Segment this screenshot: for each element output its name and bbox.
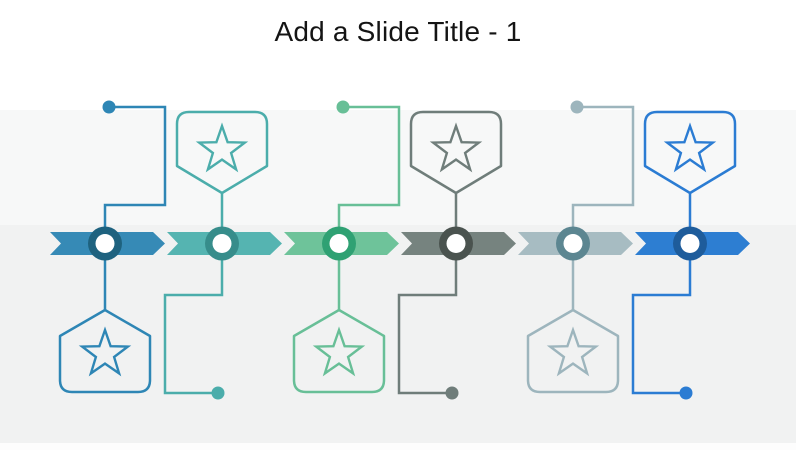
connector-elbow <box>163 243 224 395</box>
terminal-dot <box>679 386 693 400</box>
timeline-item-5[interactable] <box>518 100 635 394</box>
timeline-item-2[interactable] <box>163 110 282 400</box>
badge-shape <box>58 308 152 394</box>
node-center <box>563 234 583 253</box>
terminal-dot <box>102 100 116 114</box>
badge-shape <box>292 308 386 394</box>
badge-shape <box>643 110 737 195</box>
terminal-dot <box>211 386 225 400</box>
terminal-dot <box>445 386 459 400</box>
connector-elbow <box>103 105 167 244</box>
connector-elbow <box>397 243 458 395</box>
node-center <box>329 234 349 253</box>
node-center <box>95 234 115 253</box>
node-center <box>680 234 700 253</box>
badge-shape <box>175 110 269 195</box>
timeline-item-3[interactable] <box>284 100 401 394</box>
timeline-item-4[interactable] <box>397 110 516 400</box>
star-icon <box>429 122 483 173</box>
connector-elbow <box>631 243 692 395</box>
node-center <box>446 234 466 253</box>
badge-shape <box>409 110 503 195</box>
connector-elbow <box>337 105 401 244</box>
connector-elbow <box>571 105 635 244</box>
timeline-item-1[interactable] <box>50 100 167 394</box>
slide-title[interactable]: Add a Slide Title - 1 <box>274 16 522 47</box>
star-icon <box>195 122 249 173</box>
star-icon <box>78 326 132 377</box>
star-icon <box>663 122 717 173</box>
star-icon <box>312 326 366 377</box>
badge-shape <box>526 308 620 394</box>
star-icon <box>546 326 600 377</box>
timeline-item-6[interactable] <box>631 110 750 400</box>
terminal-dot <box>570 100 584 114</box>
node-center <box>212 234 232 253</box>
terminal-dot <box>336 100 350 114</box>
